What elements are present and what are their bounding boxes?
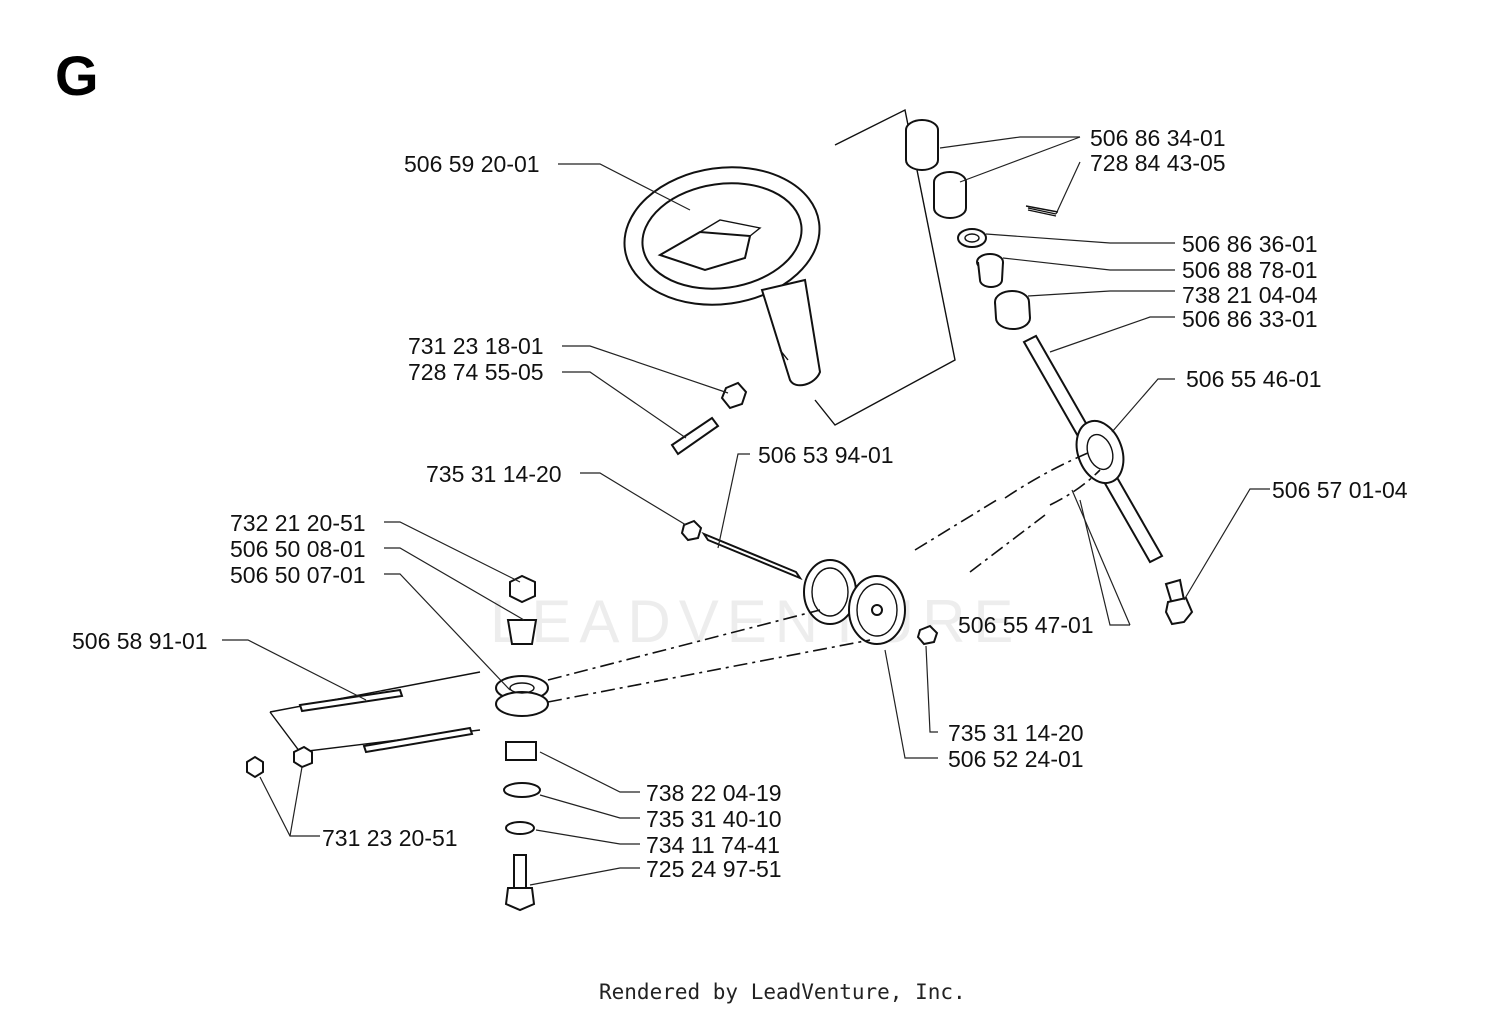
leader-lines [222,136,1270,886]
part-label-506-55-46-01[interactable]: 506 55 46-01 [1186,366,1322,392]
pulley-nut [916,624,939,646]
part-label-732-21-20-51[interactable]: 732 21 20-51 [230,510,366,536]
lower-spacer [506,619,538,645]
part-label-506-86-34-01[interactable]: 506 86 34-01 [1090,125,1226,151]
steering-wheel-drawing [623,166,822,387]
column-bolt-drawing [1164,578,1194,626]
part-label-735-31-14-20-b[interactable]: 735 31 14-20 [948,720,1084,746]
part-label-506-57-01-04[interactable]: 506 57 01-04 [1272,477,1408,503]
part-label-731-23-18-01[interactable]: 731 23 18-01 [408,333,544,359]
rod-nut [680,519,703,542]
part-label-506-50-08-01[interactable]: 506 50 08-01 [230,536,366,562]
part-label-506-88-78-01[interactable]: 506 88 78-01 [1182,257,1318,283]
part-label-738-22-04-19[interactable]: 738 22 04-19 [646,780,782,806]
tension-rod [701,531,803,581]
part-label-731-23-20-51[interactable]: 731 23 20-51 [322,825,458,851]
cable-to-sprocket-a [914,497,1001,551]
lower-bearing [505,741,537,761]
cable-loop-upper [547,609,821,681]
lower-circlip [503,782,541,798]
part-label-506-86-33-01[interactable]: 506 86 33-01 [1182,306,1318,332]
part-label-735-31-40-10[interactable]: 735 31 40-10 [646,806,782,832]
part-label-506-86-36-01[interactable]: 506 86 36-01 [1182,231,1318,257]
part-label-506-55-47-01[interactable]: 506 55 47-01 [958,612,1094,638]
part-label-734-11-74-41[interactable]: 734 11 74-41 [646,832,780,858]
footer-credit: Rendered by LeadVenture, Inc. [599,980,966,1004]
cable-nut-a [246,755,264,779]
column-bushings-drawing [905,119,1059,330]
wheel-screw [670,416,720,456]
lower-washer [505,821,535,835]
lower-bolt [513,854,527,889]
part-label-506-58-91-01[interactable]: 506 58 91-01 [72,628,208,654]
part-label-735-31-14-20-a[interactable]: 735 31 14-20 [426,461,562,487]
cable-end-upper [298,688,404,713]
sprocket-drawing [1075,420,1125,484]
cable-nut-b [293,745,313,769]
wheel-nut [720,381,748,410]
chain-upper [1004,451,1091,499]
lower-bolt-head [504,887,536,912]
assembly-bracket [814,108,956,426]
lower-nut [509,574,536,604]
part-label-728-74-55-05[interactable]: 728 74 55-05 [408,359,544,385]
part-label-725-24-97-51[interactable]: 725 24 97-51 [646,856,782,882]
part-label-728-84-43-05[interactable]: 728 84 43-05 [1090,150,1226,176]
chain-lower [1049,469,1101,506]
cable-end-lower [362,726,474,754]
part-label-506-59-20-01[interactable]: 506 59 20-01 [404,151,540,177]
part-label-738-21-04-04[interactable]: 738 21 04-04 [1182,282,1318,308]
watermark: LEADVENTURE [490,588,1021,655]
part-label-506-52-24-01[interactable]: 506 52 24-01 [948,746,1084,772]
pulleys-drawing [803,559,906,645]
part-label-506-50-07-01[interactable]: 506 50 07-01 [230,562,366,588]
part-label-506-53-94-01[interactable]: 506 53 94-01 [758,442,894,468]
cable-loop-lower [547,639,871,703]
cable-to-sprocket-b [969,514,1046,573]
section-letter: G [55,44,99,107]
lower-pulley-drawing [495,675,549,717]
